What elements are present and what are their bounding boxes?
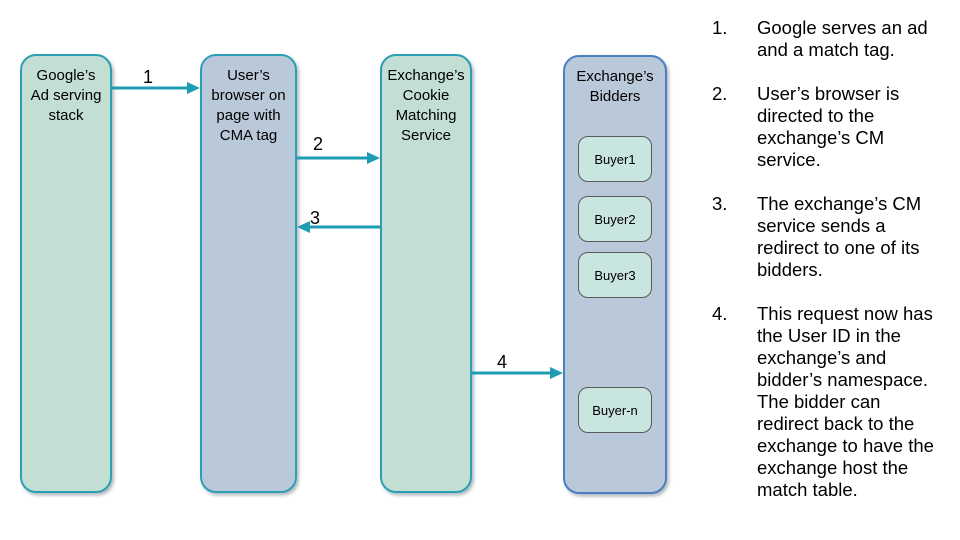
arrow-2-right-icon [297,152,380,164]
bidder-box-buyer2: Buyer2 [578,196,652,242]
step-3-text: The exchange’s CM service sends a redire… [757,193,922,280]
arrow-1-right-icon [112,82,200,94]
arrow-4-right-icon [472,367,563,379]
lane-user-browser-label: User’s browser on page with CMA tag [211,67,286,144]
bidder-box-buyer2-label: Buyer2 [594,211,636,227]
lane-exchange-cookie-matching-service: Exchange’s Cookie Matching Service [380,54,472,493]
step-item-4: 4. This request now has the User ID in t… [712,303,938,501]
arrow-3-label: 3 [309,208,320,228]
step-item-1: 1. Google serves an ad and a match tag. [712,17,938,61]
bidder-box-buyer-n: Buyer-n [578,387,652,433]
arrow-1-label: 1 [142,67,153,87]
bidder-box-buyer3-label: Buyer3 [594,267,636,283]
step-4-text: This request now has the User ID in the … [757,303,934,500]
step-1-number: 1. [712,17,728,38]
lane-google-ad-serving-stack: Google’s Ad serving stack [20,54,112,493]
lane-user-browser: User’s browser on page with CMA tag [200,54,297,493]
lane-exchange-bidders-label: Exchange’s Bidders [576,68,654,105]
lane-exchange-cookie-matching-service-label: Exchange’s Cookie Matching Service [387,67,465,144]
step-3-number: 3. [712,193,728,214]
arrow-4-label: 4 [496,352,507,372]
step-1-text: Google serves an ad and a match tag. [757,17,928,60]
bidder-box-buyer1-label: Buyer1 [594,151,636,167]
step-4-number: 4. [712,303,728,324]
step-item-3: 3. The exchange’s CM service sends a red… [712,193,938,281]
step-2-number: 2. [712,83,728,104]
bidder-box-buyer3: Buyer3 [578,252,652,298]
bidder-box-buyer1: Buyer1 [578,136,652,182]
step-2-text: User’s browser is directed to the exchan… [757,83,900,170]
lane-google-ad-serving-stack-label: Google’s Ad serving stack [30,67,102,124]
bidder-box-buyer-n-label: Buyer-n [592,402,638,418]
steps-list: 1. Google serves an ad and a match tag. … [712,17,938,523]
step-item-2: 2. User’s browser is directed to the exc… [712,83,938,171]
arrow-3-left-icon [297,221,380,233]
lane-exchange-bidders: Exchange’s Bidders Buyer1 Buyer2 Buyer3 … [563,55,667,494]
arrow-2-label: 2 [312,134,323,154]
